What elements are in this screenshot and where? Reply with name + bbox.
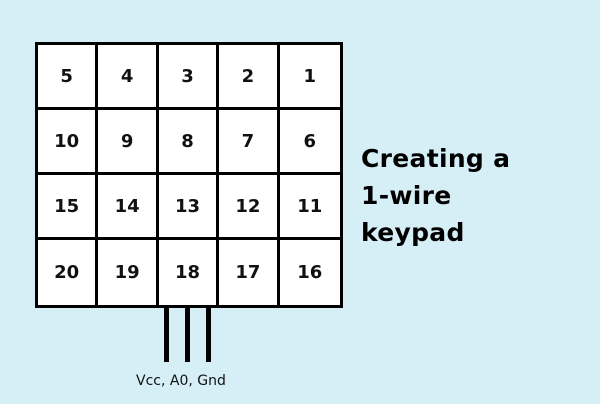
pin-a0 [185,308,190,362]
key-3: 3 [158,45,220,110]
key-10: 10 [38,110,99,175]
key-20: 20 [38,240,99,305]
keypad-grid: 5 4 3 2 1 10 9 8 7 6 15 14 13 12 11 20 1… [35,42,343,308]
key-14: 14 [98,175,159,240]
key-18: 18 [159,240,220,305]
key-11: 11 [279,175,340,240]
key-8: 8 [158,110,220,175]
key-13: 13 [158,175,220,240]
key-15: 15 [38,175,99,240]
key-4: 4 [98,45,159,110]
pin-vcc [164,308,169,362]
title-line-3: keypad [361,218,465,247]
diagram-title: Creating a 1-wire keypad [361,140,510,251]
key-2: 2 [219,45,280,110]
key-6: 6 [279,110,340,175]
key-1: 1 [279,45,340,110]
title-line-1: Creating a [361,144,511,173]
key-5: 5 [38,45,99,110]
title-line-2: 1-wire [361,181,452,210]
key-17: 17 [219,240,280,305]
key-16: 16 [297,262,323,283]
key-7: 7 [219,110,280,175]
key-9: 9 [98,110,159,175]
pin-gnd [206,308,211,362]
pins-label: Vcc, A0, Gnd [136,373,226,389]
key-12: 12 [219,175,280,240]
key-19: 19 [98,240,159,305]
